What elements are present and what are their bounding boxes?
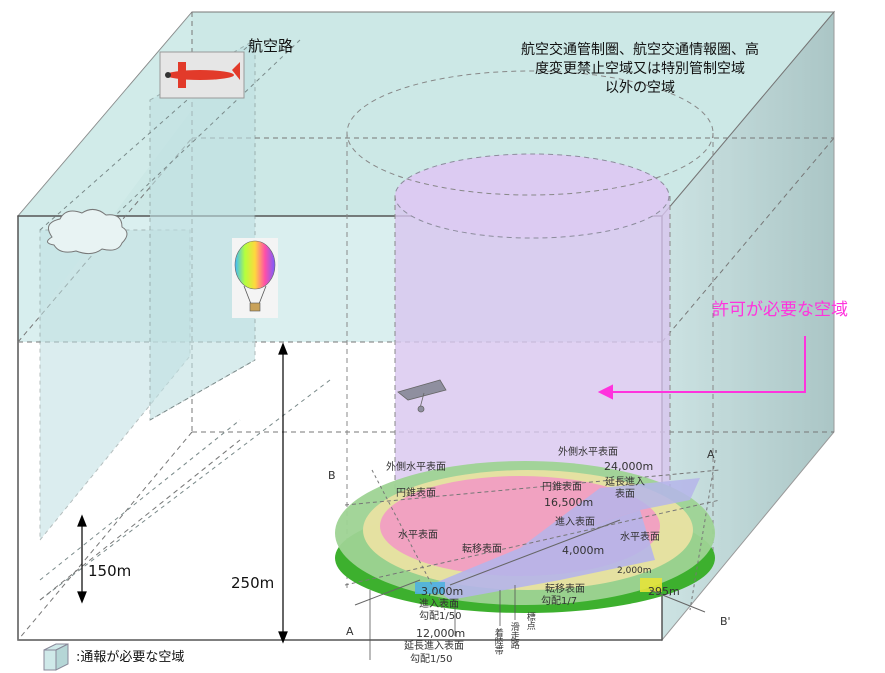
h295-label: 295m [648, 585, 680, 598]
airplane-icon [159, 51, 245, 99]
permit-pointer-arrow [597, 336, 806, 400]
obstacle-surfaces [335, 459, 721, 613]
airway-label: 航空路 [248, 37, 294, 55]
runway-callouts [369, 585, 516, 660]
section-mark-b-prime: B' [720, 615, 731, 628]
slope-1-7-label: 勾配1/7 [541, 596, 578, 607]
transition-slope-label: 転移表面 [545, 584, 585, 595]
landing-strip-label: 着陸帯 [492, 628, 503, 655]
marker-label: 標点 [524, 612, 535, 630]
cloud-icon [47, 209, 128, 255]
notify-legend-label: :通報が必要な空域 [76, 650, 185, 665]
ext-approach-right-line1: 延長進入 [605, 477, 645, 488]
slope-1-50-b-label: 勾配1/50 [410, 654, 453, 665]
section-mark-a: A [346, 625, 354, 638]
permit-required-label: 許可が必要な空域 [712, 300, 848, 320]
conical-label: 円錐表面 [396, 488, 436, 499]
section-mark-a-prime: A' [707, 448, 718, 461]
r12000-label: 12,000m [416, 627, 466, 640]
horizontal-right-label: 水平表面 [620, 532, 660, 543]
hang-glider-icon [397, 379, 447, 413]
ext-approach-right-line2: 表面 [615, 488, 635, 500]
horizontal-left-label: 水平表面 [398, 530, 438, 541]
airspace-outside-label: 航空交通管制圏、航空交通情報圏、高 度変更禁止空域又は特別管制空域 以外の空域 [490, 41, 790, 98]
approach-label: 進入表面 [555, 517, 595, 528]
r24000-label: 24,000m [604, 460, 654, 473]
slope-1-50-label: 勾配1/50 [419, 611, 462, 622]
r3000-label: 3,000m [421, 585, 464, 598]
approach-surface-label: 進入表面 [419, 599, 459, 610]
r2000-label: 2,000m [617, 566, 652, 576]
airspace-outside-line2: 度変更禁止空域又は特別管制空域 [535, 60, 745, 77]
airway-corridor [39, 39, 331, 601]
airspace-outside-line3: 以外の空域 [605, 79, 675, 96]
r4000-label: 4,000m [562, 544, 605, 557]
ext-approach-right-label: 延長進入 表面 [605, 477, 645, 500]
section-mark-b: B [328, 469, 336, 482]
airspace-outside-line1: 航空交通管制圏、航空交通情報圏、高 [521, 42, 759, 58]
outer-horizontal-label: 外側水平表面 [386, 462, 446, 473]
r16500-label: 16,500m [544, 496, 594, 509]
height-250-label: 250m [231, 574, 275, 592]
height-250-arrow [278, 342, 288, 644]
notify-legend-swatch [43, 643, 69, 671]
conical-center-label: 円錐表面 [542, 482, 582, 493]
balloon-icon [232, 238, 278, 318]
height-150-arrow [77, 514, 87, 604]
ground-diagonal [39, 439, 241, 601]
outer-horizontal-label-right: 外側水平表面 [558, 447, 618, 458]
transition-label: 転移表面 [462, 544, 502, 555]
ext-approach-label: 延長進入表面 [404, 641, 464, 652]
height-150-label: 150m [88, 562, 132, 580]
runway-label: 滑走路 [508, 622, 519, 649]
